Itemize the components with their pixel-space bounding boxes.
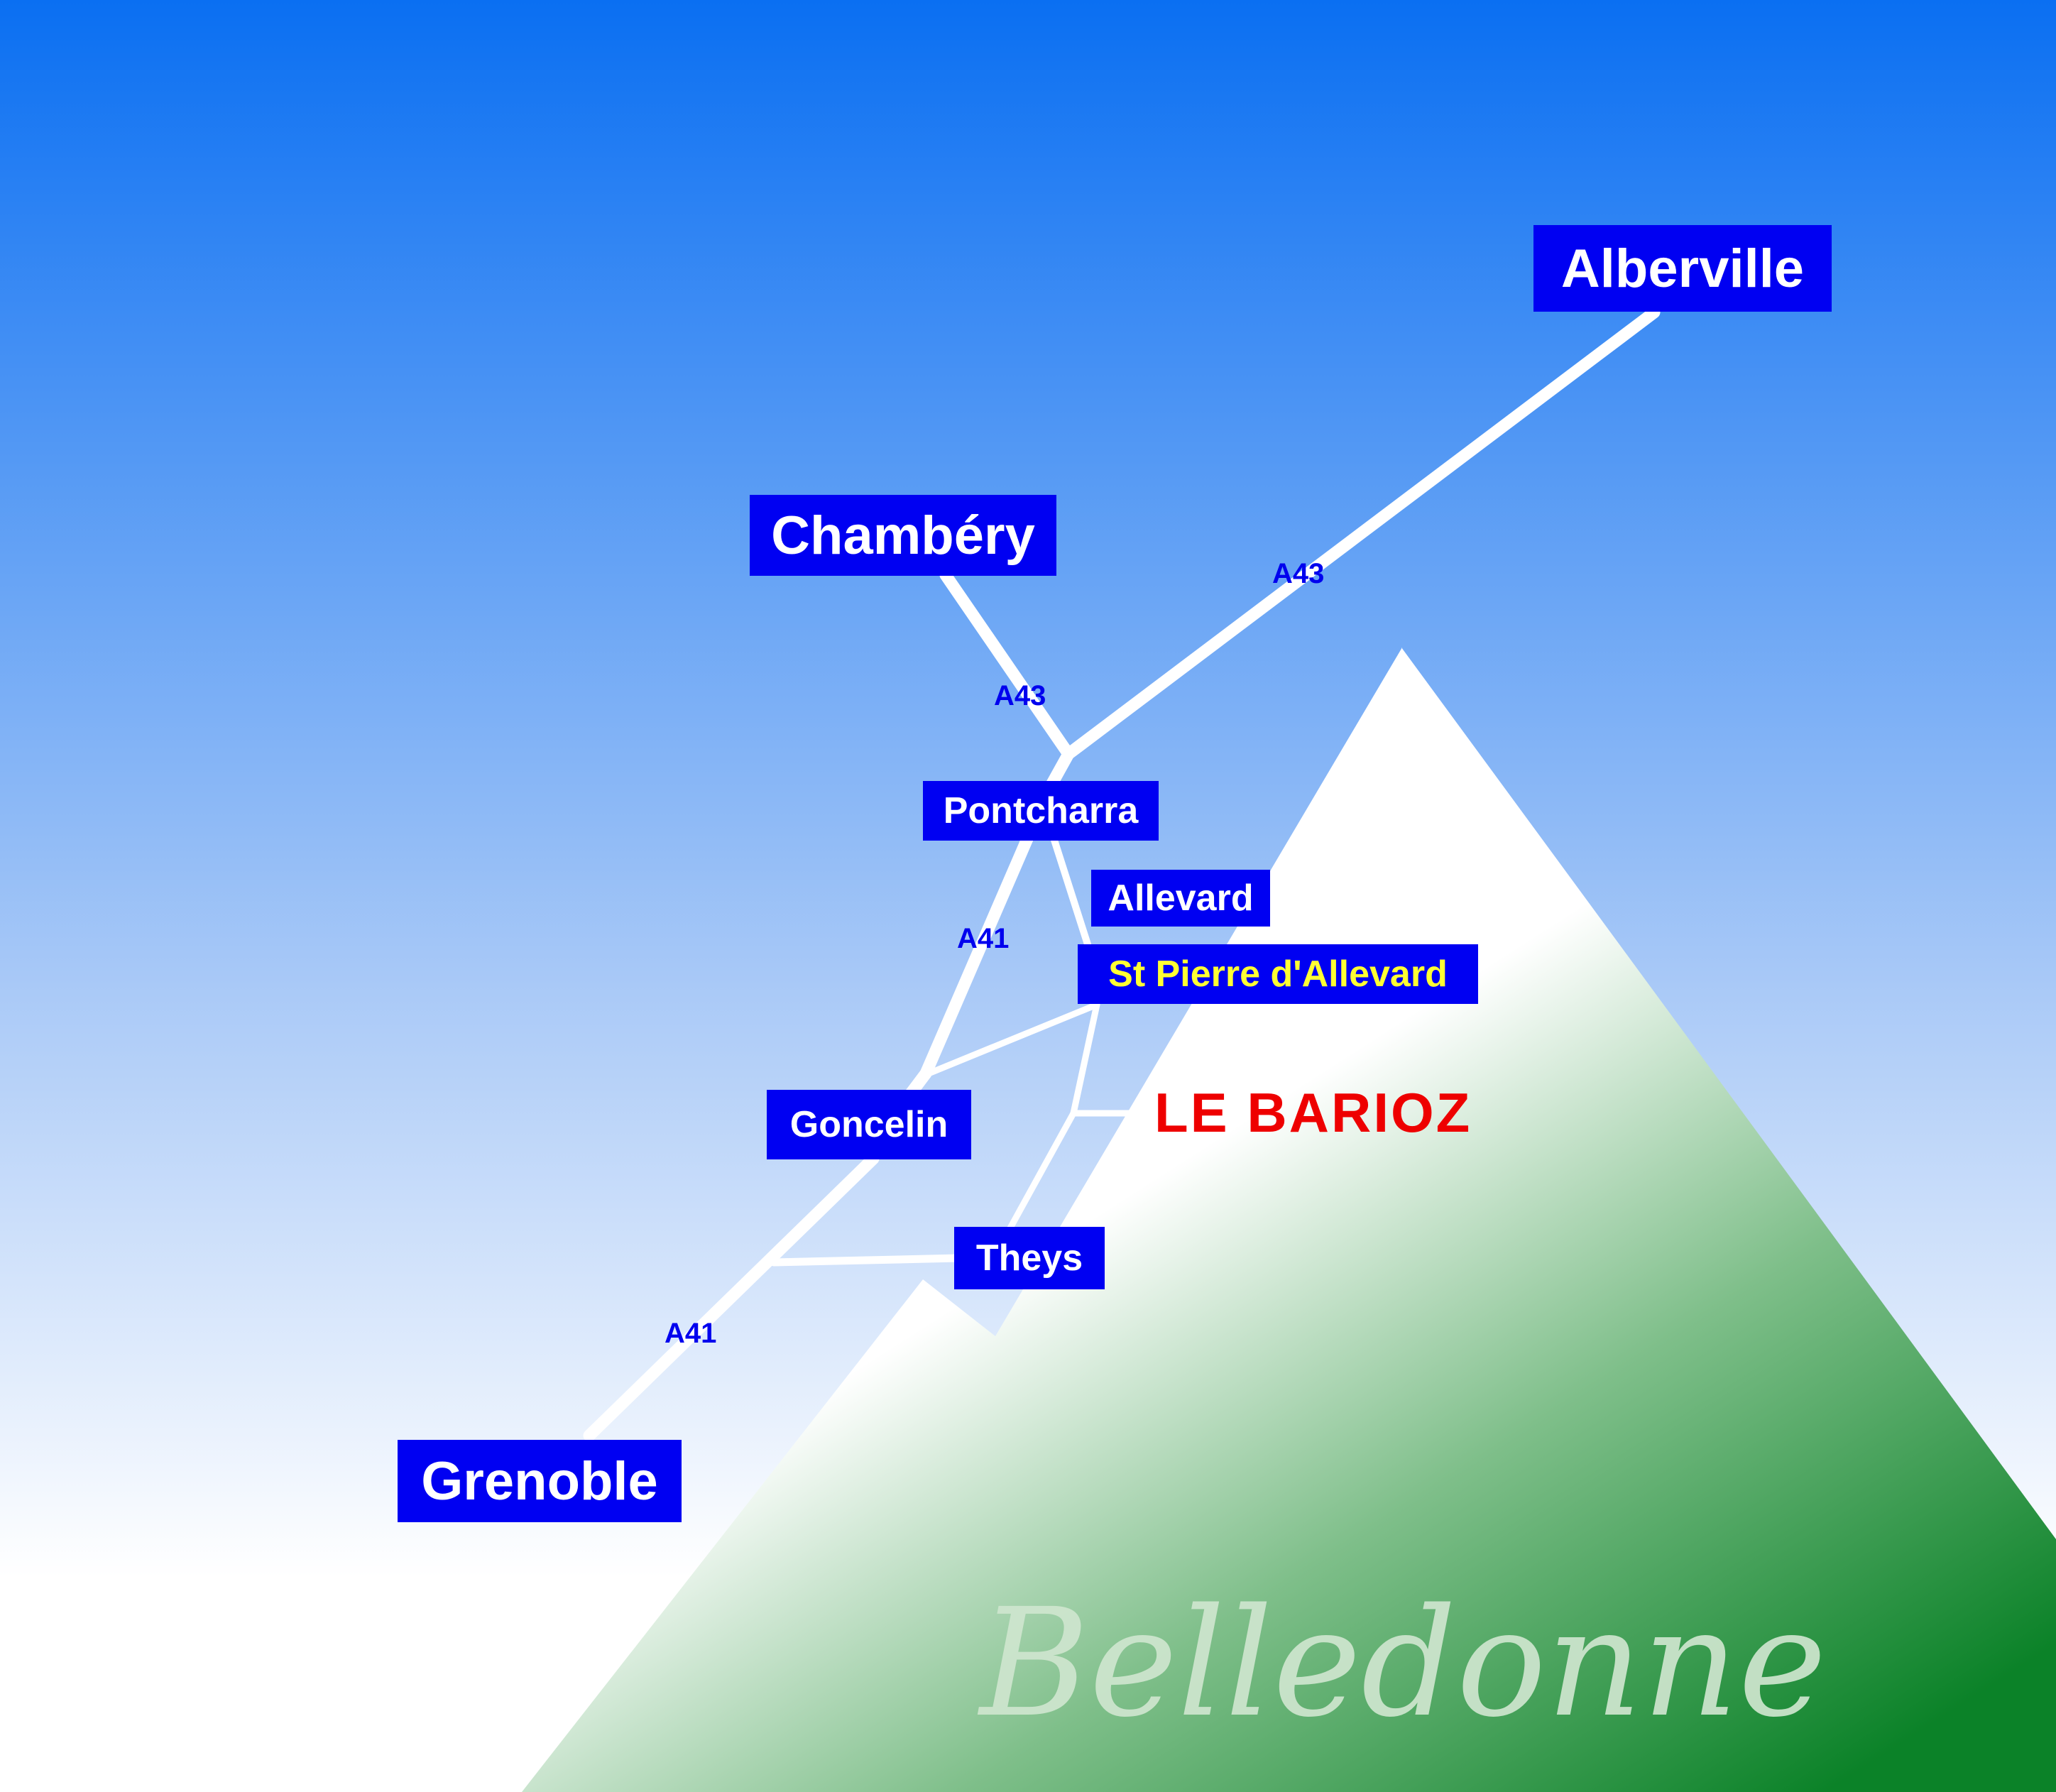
city-pontcharra-label: Pontcharra — [943, 790, 1139, 831]
city-alberville: Alberville — [1533, 225, 1832, 312]
city-goncelin: Goncelin — [767, 1090, 971, 1159]
destination-le-barioz: LE BARIOZ — [1154, 1081, 1472, 1144]
st-pierre-goncelin-road — [925, 1001, 1100, 1077]
road-label-a43-north: A43 — [994, 680, 1046, 711]
mountain-name-belledonne: Belledonne — [980, 1576, 1827, 1750]
road-label-a41-south: A41 — [665, 1318, 717, 1349]
city-goncelin-label: Goncelin — [789, 1104, 948, 1145]
belledonne-mountain — [522, 648, 2056, 1792]
road-label-a41-north: A41 — [957, 923, 1010, 954]
city-chambery-label: Chambéry — [771, 505, 1035, 566]
st-pierre-barioz-road — [1070, 1001, 1100, 1117]
allevard-road — [1050, 834, 1091, 948]
road-label-a43-east: A43 — [1272, 558, 1325, 589]
a43-chambery-road — [939, 569, 1075, 760]
theys-a41-road — [770, 1254, 963, 1267]
city-allevard-label: Allevard — [1108, 878, 1254, 919]
barioz-theys-road — [1005, 1110, 1077, 1235]
a43-alberville-road — [1062, 306, 1661, 760]
city-allevard: Allevard — [1091, 870, 1270, 927]
a41-north-road — [919, 824, 1037, 1080]
city-st-pierre-dallevard: St Pierre d'Allevard — [1078, 944, 1478, 1004]
city-theys-label: Theys — [975, 1238, 1083, 1279]
city-pontcharra: Pontcharra — [923, 781, 1159, 841]
a41-south-road — [583, 1152, 880, 1442]
city-alberville-label: Alberville — [1560, 238, 1805, 299]
city-theys: Theys — [954, 1227, 1105, 1289]
city-grenoble: Grenoble — [398, 1440, 682, 1522]
city-st-pierre-label: St Pierre d'Allevard — [1108, 954, 1448, 995]
city-grenoble-label: Grenoble — [421, 1450, 658, 1512]
road-network — [583, 306, 1661, 1442]
city-chambery: Chambéry — [750, 495, 1056, 576]
